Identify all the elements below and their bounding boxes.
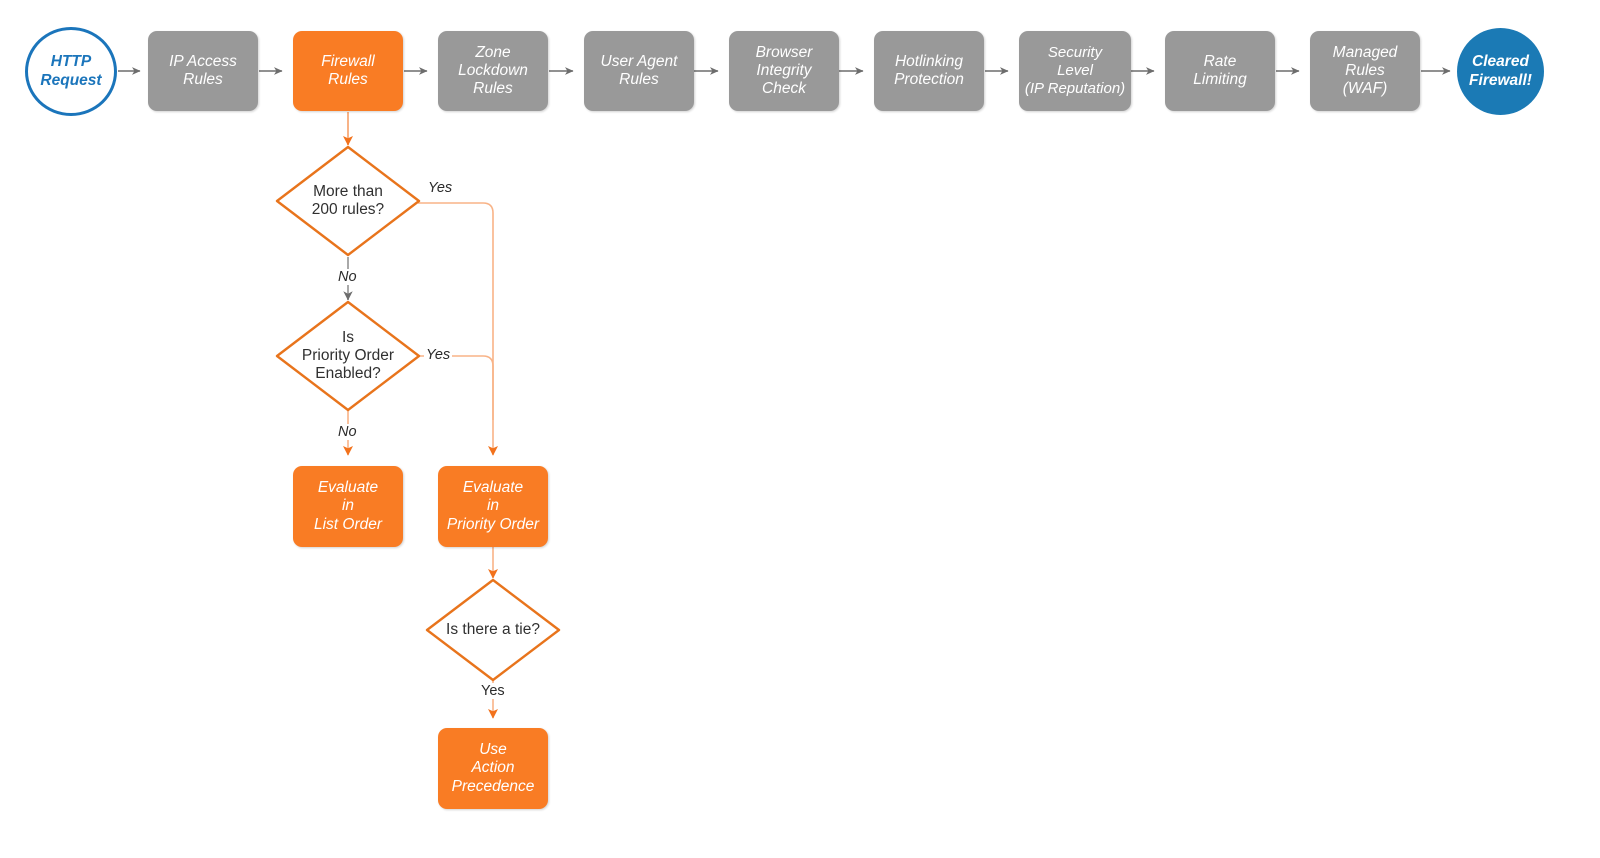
node-zone-lockdown-rules[interactable]: Zone Lockdown Rules [438,31,548,111]
node-label: Browser Integrity Check [755,43,813,98]
node-http-request[interactable]: HTTP Request [25,27,117,116]
node-more-than-200-rules[interactable]: More than 200 rules? [277,147,419,255]
node-label: Is there a tie? [446,620,540,638]
node-use-action-precedence[interactable]: Use Action Precedence [438,728,548,809]
node-label: More than 200 rules? [311,182,385,218]
node-label: Cleared Firewall! [1469,53,1532,89]
node-label: Evaluate in Priority Order [446,479,540,533]
node-hotlinking-protection[interactable]: Hotlinking Protection [874,31,984,111]
node-ip-access-rules[interactable]: IP Access Rules [148,31,258,111]
node-browser-integrity-check[interactable]: Browser Integrity Check [729,31,839,111]
node-evaluate-priority-order[interactable]: Evaluate in Priority Order [438,466,548,547]
node-user-agent-rules[interactable]: User Agent Rules [584,31,694,111]
node-is-there-a-tie[interactable]: Is there a tie? [427,580,559,680]
node-label: Hotlinking Protection [894,52,964,88]
node-cleared-firewall[interactable]: Cleared Firewall! [1457,28,1544,115]
node-managed-rules-waf[interactable]: Managed Rules (WAF) [1310,31,1420,111]
node-label: Rate Limiting [1193,52,1247,88]
node-label: Use Action Precedence [451,741,535,795]
node-security-level[interactable]: Security Level (IP Reputation) [1019,31,1131,111]
node-label: Managed Rules (WAF) [1332,43,1398,98]
edge-label-rules-count-no: No [336,269,359,285]
node-label: Security Level (IP Reputation) [1024,44,1126,97]
edge-label-tie-yes: Yes [479,683,507,699]
node-label: Firewall Rules [321,52,375,88]
node-evaluate-list-order[interactable]: Evaluate in List Order [293,466,403,547]
edge-priority-order-yes [418,355,494,420]
node-label: Is Priority Order Enabled? [301,328,395,383]
edge-label-priority-order-yes: Yes [424,347,453,363]
node-firewall-rules[interactable]: Firewall Rules [293,31,403,111]
node-label: Evaluate in List Order [313,479,383,533]
edge-label-rules-count-yes: Yes [426,180,455,196]
node-label: User Agent Rules [600,52,678,88]
edge-label-priority-order-no: No [336,424,359,440]
node-is-priority-order-enabled[interactable]: Is Priority Order Enabled? [277,302,419,410]
node-rate-limiting[interactable]: Rate Limiting [1165,31,1275,111]
node-label: IP Access Rules [169,52,237,88]
node-label: HTTP Request [40,53,102,89]
edge-rules-count-yes [418,202,498,456]
node-label: Zone Lockdown Rules [458,43,528,98]
